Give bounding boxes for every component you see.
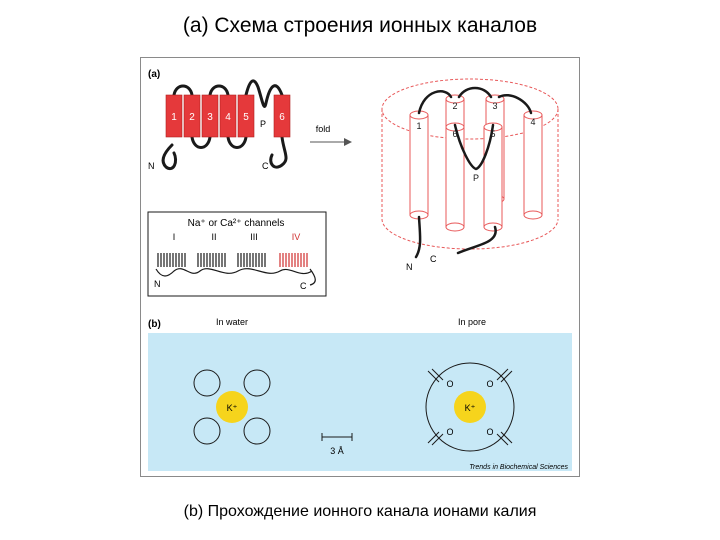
in-pore-label: In pore <box>458 317 486 327</box>
helix-4 <box>219 94 237 138</box>
barrel-label-4: 4 <box>530 117 535 127</box>
barrel-label-1: 1 <box>416 121 421 131</box>
helix-5 <box>237 94 255 138</box>
scale-label: 3 Å <box>330 446 344 456</box>
barrel-pore-label: P <box>473 173 479 183</box>
journal-credit: Trends in Biochemical Sciences <box>469 464 568 471</box>
water-ring <box>243 417 271 445</box>
fold-arrow-head <box>344 138 352 146</box>
c-terminus-label: C <box>262 161 269 171</box>
water-ring <box>193 369 221 397</box>
loop-2-3 <box>190 135 212 149</box>
inset-frame <box>147 211 327 297</box>
in-water-label: In water <box>216 317 248 327</box>
cylinder-5 <box>483 122 503 232</box>
cylinder-4 <box>523 110 543 220</box>
carbonyl-bonds <box>427 368 513 446</box>
oxygen-label: O <box>486 427 493 437</box>
helix-label-1: 1 <box>171 112 177 123</box>
na-ca-inset: Na⁺ or Ca²⁺ channels I II III IV N C <box>147 211 327 297</box>
helix-label-5: 5 <box>243 112 249 123</box>
panel-b-label: (b) <box>148 319 161 330</box>
barrel-c-tail <box>456 225 497 255</box>
helix-2 <box>183 94 201 138</box>
barrel-label-6: 6 <box>452 129 457 139</box>
domain-linker <box>155 268 313 277</box>
cylinder-6 <box>445 122 465 232</box>
pore-ring <box>425 362 515 452</box>
loop-4-5 <box>226 135 248 149</box>
water-background <box>148 333 572 471</box>
helix-3 <box>201 94 219 138</box>
potassium-ion-water <box>216 391 248 423</box>
water-ring <box>243 369 271 397</box>
barrel-cylinders <box>409 94 543 232</box>
helix-1 <box>165 94 183 138</box>
barrel-label-5: 5 <box>490 129 495 139</box>
barrel-loops <box>414 86 533 259</box>
inset-title: Na⁺ or Ca²⁺ channels <box>188 218 285 229</box>
domain-label-4: IV <box>292 232 301 242</box>
inset-c-label: C <box>300 281 307 291</box>
barrel-n-tail <box>414 215 422 259</box>
inset-c-tail <box>309 268 316 286</box>
helix-6 <box>273 94 291 138</box>
loop-1-2 <box>172 84 194 97</box>
domain-label-1: I <box>173 232 176 242</box>
barrel-c-label: C <box>430 254 437 264</box>
oxygen-label: O <box>446 379 453 389</box>
pore-label: P <box>260 119 266 129</box>
barrel-n-label: N <box>406 262 413 272</box>
ion-label-pore: K⁺ <box>465 403 476 413</box>
fold-label: fold <box>316 124 331 134</box>
cylinder-1 <box>409 110 429 220</box>
helix-label-2: 2 <box>189 112 195 123</box>
slide-caption: (b) Прохождение ионного канала ионами ка… <box>183 503 537 520</box>
c-terminal-tail <box>269 135 288 169</box>
oxygen-label: O <box>446 427 453 437</box>
n-terminus-label: N <box>148 161 155 171</box>
channel-barrel <box>381 78 559 250</box>
domain-1-helices <box>157 253 186 267</box>
domain-label-2: II <box>211 232 216 242</box>
potassium-ion-pore <box>454 391 486 423</box>
hydrated-ion <box>193 369 271 445</box>
ion-channel-figure: (a) 1 2 3 4 5 6 P N C fold <box>140 57 580 477</box>
inset-helices <box>155 253 316 286</box>
domain-label-3: III <box>250 232 258 242</box>
water-ring <box>193 417 221 445</box>
domain-2-helices <box>197 253 226 267</box>
linear-topology <box>161 79 288 170</box>
panel-a-label: (a) <box>148 69 160 80</box>
n-terminal-tail <box>161 143 178 170</box>
domain-3-helices <box>237 253 266 267</box>
linear-helices <box>165 94 291 138</box>
slide-title: (а) Схема строения ионных каналов <box>182 14 538 37</box>
helix-label-3: 3 <box>207 112 213 123</box>
pore-loop-line <box>244 79 284 108</box>
oxygen-label: O <box>486 379 493 389</box>
ion-label-water: K⁺ <box>227 403 238 413</box>
helix-label-6: 6 <box>279 112 285 123</box>
helix-label-4: 4 <box>225 112 231 123</box>
domain-4-helices <box>279 253 308 267</box>
loop-3-4 <box>208 84 230 97</box>
inset-n-label: N <box>154 279 161 289</box>
barrel-label-2: 2 <box>452 101 457 111</box>
barrel-label-3: 3 <box>492 101 497 111</box>
barrel-bottom-rim <box>381 218 559 250</box>
